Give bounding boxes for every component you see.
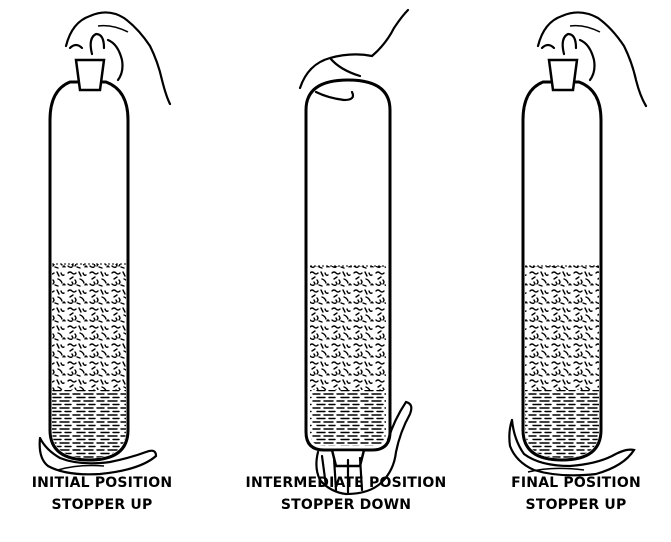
- caption-line-2: STOPPER UP: [0, 494, 212, 516]
- caption-line-1: FINAL POSITION: [466, 472, 671, 494]
- panel-final: [509, 12, 646, 475]
- sediment-layer: [310, 266, 386, 390]
- liquid-layer: [52, 390, 126, 458]
- liquid-layer: [310, 390, 386, 446]
- sediment-layer: [52, 264, 126, 390]
- caption-line-1: INTERMEDIATE POSITION: [236, 472, 456, 494]
- stopper-icon: [549, 60, 577, 90]
- caption-line-1: INITIAL POSITION: [0, 472, 212, 494]
- sediment-layer: [525, 266, 599, 390]
- stopper-icon: [76, 60, 104, 90]
- panel-initial: [40, 12, 170, 474]
- caption-intermediate: INTERMEDIATE POSITION STOPPER DOWN: [236, 472, 456, 516]
- caption-initial: INITIAL POSITION STOPPER UP: [0, 472, 212, 516]
- caption-final: FINAL POSITION STOPPER UP: [466, 472, 671, 516]
- liquid-layer: [525, 390, 599, 458]
- caption-line-2: STOPPER UP: [466, 494, 671, 516]
- panel-intermediate: [300, 10, 411, 494]
- caption-line-2: STOPPER DOWN: [236, 494, 456, 516]
